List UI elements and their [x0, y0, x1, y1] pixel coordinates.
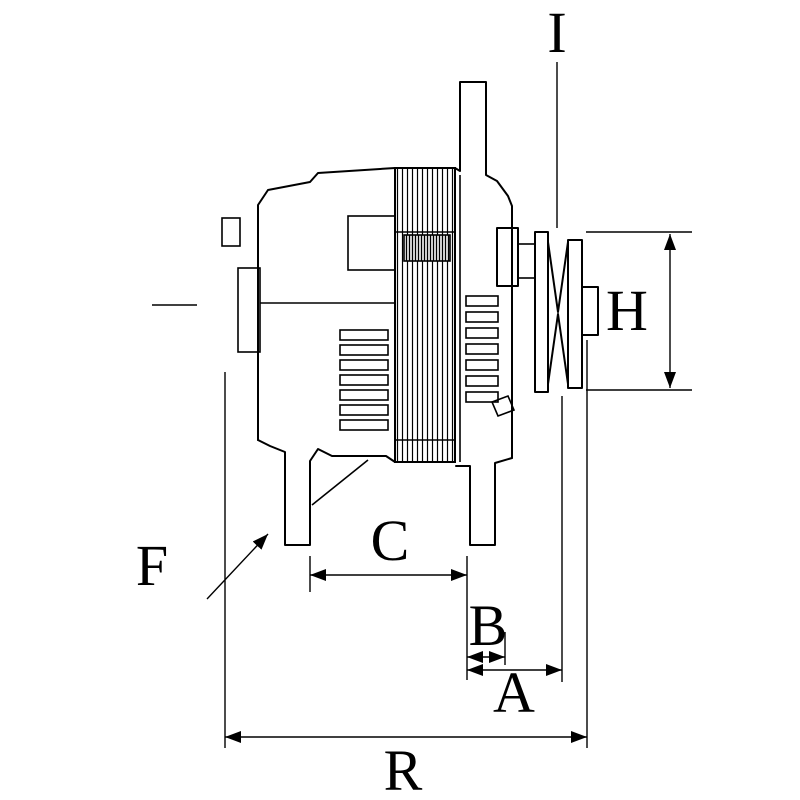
dim-label-C: C [371, 508, 410, 573]
dim-F-leader-arrow [206, 533, 269, 600]
front-vent-slots [465, 295, 499, 403]
front-lower-tab [490, 394, 516, 418]
vent-slot [339, 389, 389, 401]
dimension-C: C [309, 508, 468, 680]
terminal-stud-outline [454, 81, 513, 459]
left-mounting-leg [257, 439, 396, 546]
vent-slot [465, 343, 499, 355]
vent-slot [339, 359, 389, 371]
winding-block [403, 234, 451, 262]
shaft-nut [581, 286, 599, 336]
vent-slot [339, 374, 389, 386]
rear-housing-outline [257, 167, 396, 441]
vent-slot [339, 419, 389, 431]
dim-label-A: A [493, 660, 535, 725]
dimension-I: I [547, 0, 567, 228]
pulley-rear-flange [534, 231, 549, 393]
dim-label-H: H [606, 278, 648, 343]
dim-label-F: F [136, 533, 168, 598]
right-mounting-leg [455, 457, 513, 546]
dim-label-I: I [547, 0, 566, 65]
rear-boss [237, 267, 261, 353]
dimension-R: R [224, 340, 588, 800]
stator-lamination-band [394, 167, 456, 463]
pulley-groove-upper [547, 241, 569, 313]
dim-label-R: R [384, 738, 423, 800]
pulley-groove-lower [547, 313, 569, 385]
rear-vent-slots [339, 329, 389, 431]
vent-slot [465, 375, 499, 387]
vent-slot [465, 327, 499, 339]
vent-slot [339, 404, 389, 416]
vent-slot [465, 391, 499, 403]
vent-slot [339, 344, 389, 356]
vent-slot [339, 329, 389, 341]
dim-label-B: B [469, 593, 508, 658]
dimension-B: B [467, 593, 507, 665]
leg-brace-line [311, 459, 369, 506]
dimension-A: A [467, 396, 563, 725]
vent-slot [465, 295, 499, 307]
alternator-body [221, 81, 516, 546]
pulley-assembly [496, 227, 599, 393]
dimension-F: F [136, 533, 269, 600]
vent-slot [465, 359, 499, 371]
dimension-H: H [586, 231, 692, 391]
rear-tab [221, 217, 241, 247]
vent-slot [465, 311, 499, 323]
